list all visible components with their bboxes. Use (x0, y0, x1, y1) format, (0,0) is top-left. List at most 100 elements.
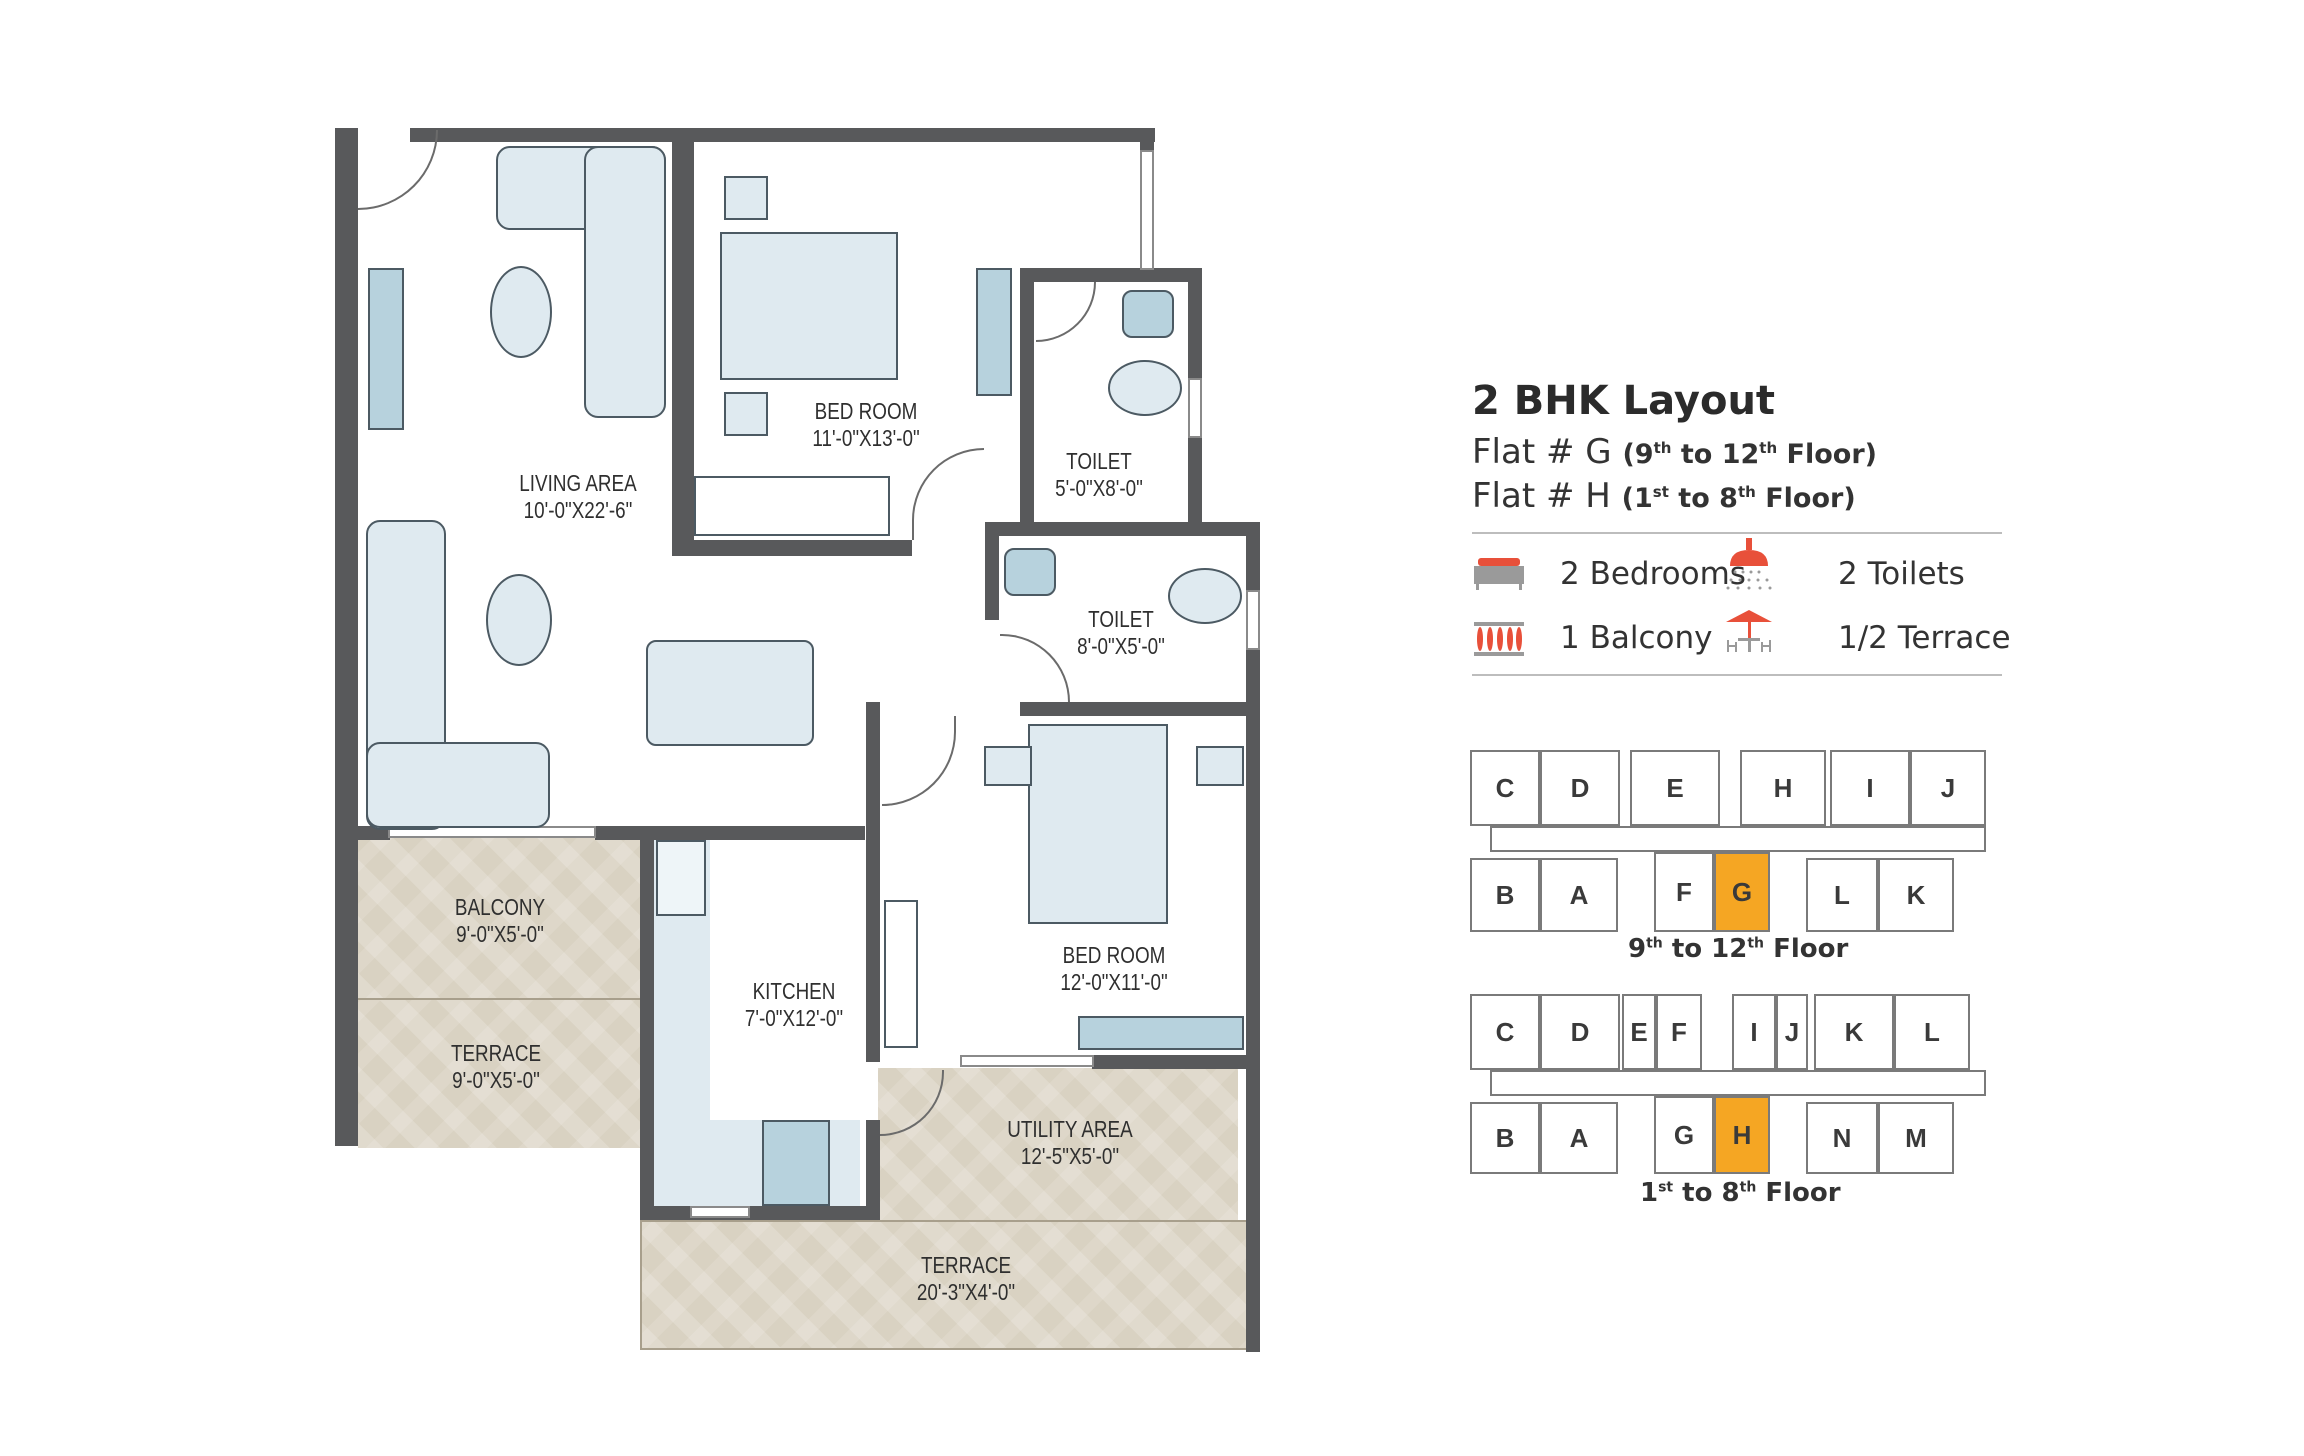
wardrobe-1[interactable] (694, 476, 890, 536)
unit-h[interactable]: H (1740, 750, 1826, 826)
terrace-left-area (358, 998, 640, 1148)
window-bedroom2-bottom (960, 1055, 1094, 1067)
feature-toilets: 2 Toilets (1838, 556, 1965, 592)
unit-a[interactable]: A (1540, 1102, 1618, 1174)
unit-k[interactable]: K (1878, 858, 1954, 932)
unit-g[interactable]: G (1654, 1096, 1714, 1174)
unit-e[interactable]: E (1630, 750, 1720, 826)
kitchen-hob (762, 1120, 830, 1206)
dining-table[interactable] (646, 640, 814, 746)
unit-d[interactable]: D (1540, 994, 1620, 1070)
washbasin-2 (1004, 548, 1056, 596)
sofa-bottom-base (366, 742, 550, 828)
wall-top-living (410, 128, 685, 142)
corridor (1490, 826, 1986, 852)
window-bedroom1-right (1140, 150, 1154, 270)
nightstand-1a (724, 176, 768, 220)
unit-c[interactable]: C (1470, 750, 1540, 826)
wall-top-bedroom (685, 128, 1155, 142)
unit-l[interactable]: L (1806, 858, 1878, 932)
nightstand-1b (724, 392, 768, 436)
unit-k[interactable]: K (1814, 994, 1894, 1070)
flat-h-label: Flat # H (1472, 476, 1611, 516)
window-toilet2 (1246, 590, 1260, 650)
wall-toilet2-left (985, 522, 999, 620)
wall-living-bottom-right (595, 826, 865, 840)
coffee-table-top[interactable] (490, 266, 552, 358)
bed-icon (1474, 556, 1524, 592)
flat-g-line: Flat # G (9th to 12th Floor) (1472, 432, 1877, 472)
key-plan-9-12: C D E H I J B A F G L K (1470, 740, 2006, 940)
flat-g-label: Flat # G (1472, 432, 1612, 472)
wall-kitchen-right (866, 1120, 880, 1220)
unit-a[interactable]: A (1540, 858, 1618, 932)
unit-i[interactable]: I (1830, 750, 1910, 826)
wall-bedroom-bottom (672, 540, 912, 556)
sofa-top-side (584, 146, 666, 418)
wall-toilet1-left (1020, 268, 1034, 530)
bedroom1-door[interactable] (912, 448, 984, 540)
wc-2 (1168, 568, 1242, 624)
wall-left (335, 128, 358, 1146)
nightstand-2a (984, 746, 1032, 786)
unit-l[interactable]: L (1894, 994, 1970, 1070)
unit-n[interactable]: N (1806, 1102, 1878, 1174)
kitchen-sink (656, 840, 706, 916)
balcony-railing-icon (1474, 622, 1524, 656)
legend-divider-top (1472, 532, 2002, 534)
wall-bedroom-right-top (1140, 128, 1154, 154)
unit-j[interactable]: J (1776, 994, 1808, 1070)
coffee-table-bottom[interactable] (486, 574, 552, 666)
washbasin-1 (1122, 290, 1174, 338)
legend-divider-bottom (1472, 674, 2002, 676)
wall-toilet2-bottom (1020, 702, 1260, 716)
balcony-area (358, 838, 640, 998)
window-toilet1 (1188, 378, 1202, 438)
window-kitchen-bottom (690, 1206, 750, 1218)
bed-1[interactable] (720, 232, 898, 380)
terrace-umbrella-icon (1726, 606, 1772, 654)
unit-i[interactable]: I (1732, 994, 1776, 1070)
tv-unit-living (368, 268, 404, 430)
terrace-bottom-area (640, 1220, 1260, 1350)
unit-m[interactable]: M (1878, 1102, 1954, 1174)
wardrobe-2[interactable] (884, 900, 918, 1048)
key-plan-1-8: C D E F I J K L B A G H N M (1470, 990, 2006, 1180)
wall-living-bedroom (672, 128, 694, 556)
main-door[interactable] (358, 130, 438, 210)
bed-2[interactable] (1028, 724, 1168, 924)
unit-d[interactable]: D (1540, 750, 1620, 826)
layout-title: 2 BHK Layout (1472, 378, 1776, 424)
tv-unit-bedroom-1 (976, 268, 1012, 396)
unit-h-highlighted[interactable]: H (1714, 1096, 1770, 1174)
bedroom2-door[interactable] (882, 716, 956, 806)
wall-toilet-divider (985, 522, 1260, 536)
unit-b[interactable]: B (1470, 1102, 1540, 1174)
toilet1-door[interactable] (1036, 282, 1096, 342)
feature-balcony: 1 Balcony (1560, 620, 1713, 656)
unit-j[interactable]: J (1910, 750, 1986, 826)
wc-1 (1108, 360, 1182, 416)
wall-kitchen-bottom (640, 1206, 880, 1220)
unit-b[interactable]: B (1470, 858, 1540, 932)
feature-terrace: 1/2 Terrace (1838, 620, 2011, 656)
key-plan-1-8-caption: 1st to 8th Floor (1640, 1178, 1841, 1208)
tv-unit-bedroom-2 (1078, 1016, 1244, 1050)
unit-f[interactable]: F (1656, 994, 1702, 1070)
unit-g-highlighted[interactable]: G (1714, 852, 1770, 932)
unit-c[interactable]: C (1470, 994, 1540, 1070)
wall-kitchen-left (640, 826, 654, 1220)
unit-f[interactable]: F (1654, 852, 1714, 932)
unit-e[interactable]: E (1622, 994, 1656, 1070)
flat-h-line: Flat # H (1st to 8th Floor) (1472, 476, 1856, 516)
nightstand-2b (1196, 746, 1244, 786)
